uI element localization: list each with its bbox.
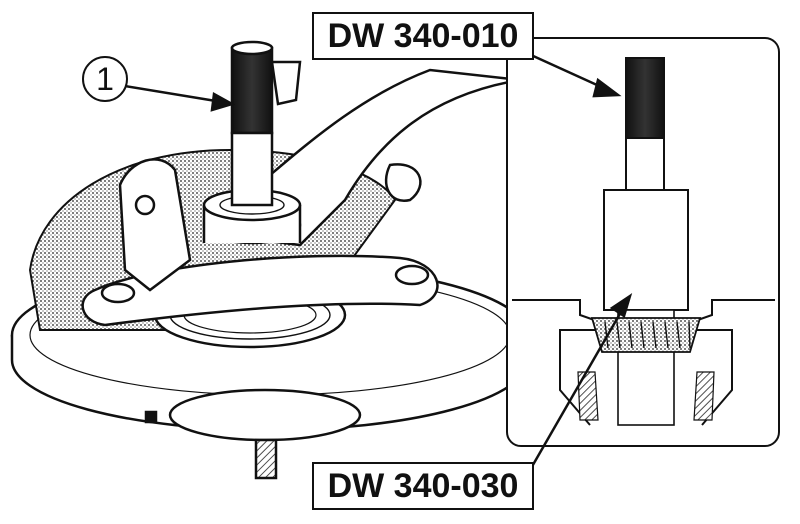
bracket	[118, 158, 192, 292]
leader-top	[519, 48, 609, 92]
wheel-stud	[254, 438, 278, 480]
hub-assembly	[10, 40, 530, 480]
tool-label-bottom: DW 340-030	[312, 462, 534, 510]
tool-body	[603, 189, 689, 311]
leader-callout-1	[124, 84, 223, 104]
leader-bottom	[528, 304, 627, 471]
shaft	[230, 46, 274, 135]
callout-number: 1	[82, 56, 128, 102]
tool-label-top: DW 340-010	[312, 12, 534, 60]
detail-inset	[506, 37, 780, 447]
leader-lines	[124, 48, 633, 471]
